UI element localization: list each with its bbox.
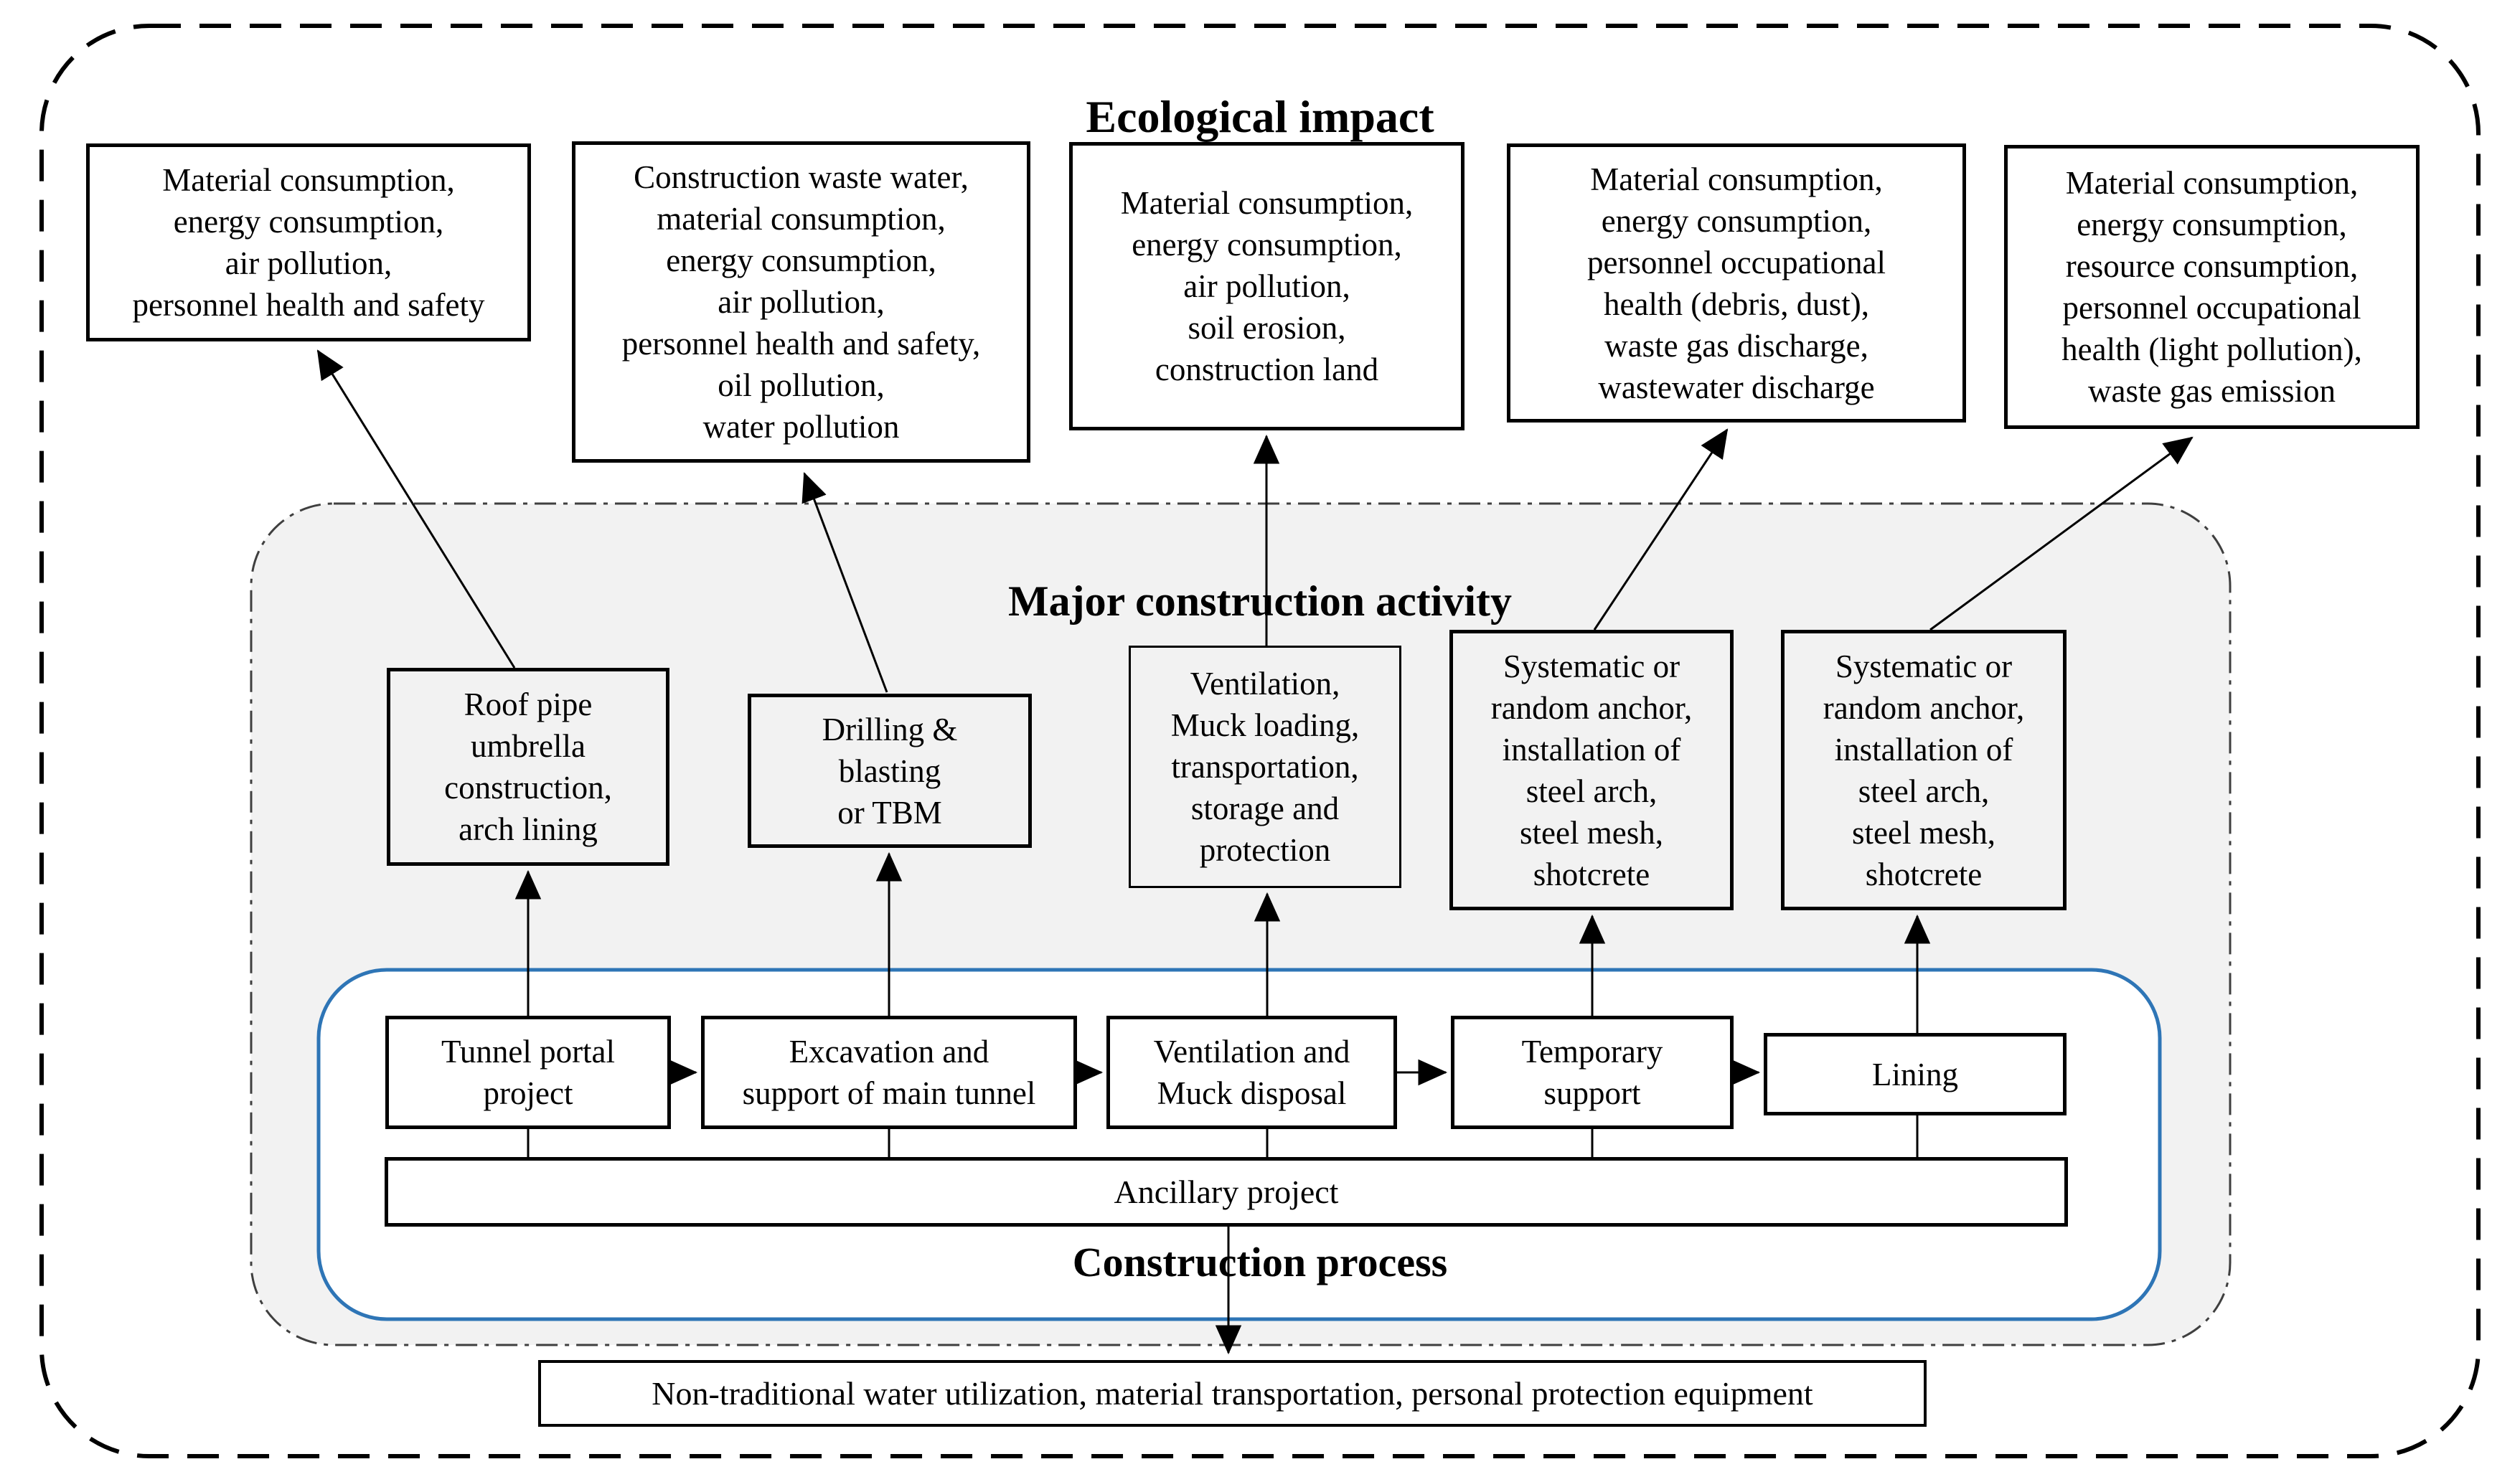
bottom-note-label: Non-traditional water utilization, mater… <box>652 1374 1813 1412</box>
ecological-impact-title: Ecological impact <box>1086 91 1434 142</box>
construction-process-title: Construction process <box>1072 1239 1448 1285</box>
activity-box-ventilation-muck: Ventilation,Muck loading,transportation,… <box>1129 646 1401 888</box>
ecological-impact-boundary <box>39 24 2481 1458</box>
impact-box-ventilation: Material consumption,energy consumption,… <box>1069 142 1464 430</box>
major-construction-activity-title: Major construction activity <box>1007 577 1513 625</box>
bottom-note-box: Non-traditional water utilization, mater… <box>538 1360 1927 1427</box>
impact-box-lining: Material consumption,energy consumption,… <box>2004 145 2420 429</box>
impact-box-temporary-support: Material consumption,energy consumption,… <box>1507 143 1966 423</box>
impact-box-portal: Material consumption,energy consumption,… <box>86 143 531 341</box>
ancillary-project-label: Ancillary project <box>1114 1173 1339 1210</box>
impact-box-excavation: Construction waste water,material consum… <box>572 141 1030 463</box>
process-box-lining: Lining <box>1764 1033 2067 1115</box>
ancillary-project-bar: Ancillary project <box>385 1157 2068 1227</box>
